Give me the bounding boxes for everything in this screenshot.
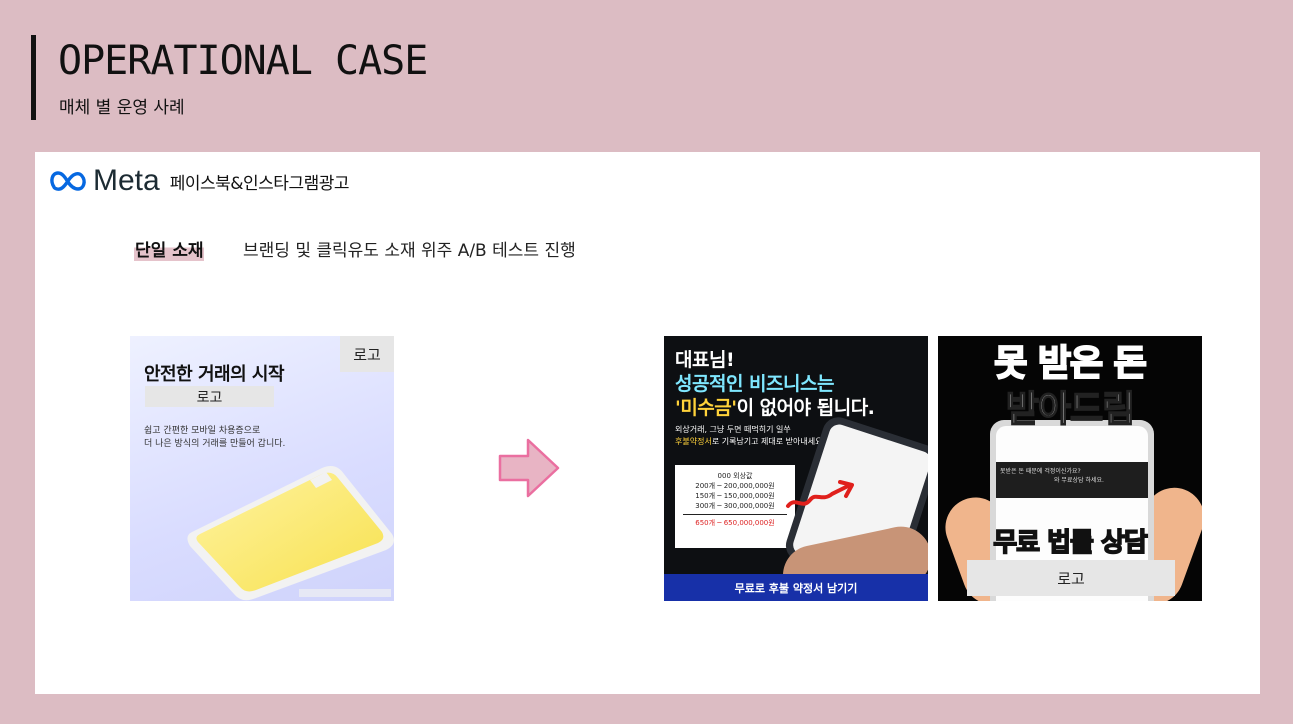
receipt-row: 200개 ─ 200,000,000원 xyxy=(695,482,775,490)
creative-a-line3-rest: 이 없어야 됩니다. xyxy=(736,397,875,419)
header-accent-bar xyxy=(31,35,36,120)
creative-a-line2: 성공적인 비즈니스는 xyxy=(675,373,834,395)
right-arrow-icon xyxy=(498,438,560,498)
creative-a-sub1: 외상거래, 그냥 두면 떼먹히기 일쑤 xyxy=(675,425,791,434)
meta-infinity-icon xyxy=(50,171,86,191)
chat-text: 못받은 돈 때문에 걱정이신가요? 와 무료상담 하세요. xyxy=(1000,467,1104,485)
creative-b-line3: 무료 법률 상담 xyxy=(992,527,1148,559)
red-arrow-icon xyxy=(786,480,854,508)
receipt-divider xyxy=(683,514,787,515)
creative-a-sub2-rest: 로 기록남기고 제대로 받아내세요! xyxy=(711,437,826,446)
creative-a-line1: 대표님! xyxy=(675,349,735,371)
creative-a-sub2-highlight: 후불약정서 xyxy=(675,437,712,446)
section-description: 브랜딩 및 클릭유도 소재 위주 A/B 테스트 진행 xyxy=(243,241,576,261)
creative-b-line1: 못 받은 돈 xyxy=(993,342,1148,385)
creative-body: 쉽고 간편한 모바일 차용증으로 더 나은 방식의 거래를 만들어 갑니다. xyxy=(144,425,285,451)
receipt-total: 650개 ─ 650,000,000원 xyxy=(695,519,775,527)
creative-variant-b: 못받은 돈 때문에 걱정이신가요? 와 무료상담 하세요. 못 받은 돈 받아드… xyxy=(938,336,1202,601)
creative-headline: 안전한 거래의 시작 xyxy=(144,364,285,385)
content-panel: Meta 페이스북&인스타그램광고 단일 소재 브랜딩 및 클릭유도 소재 위주… xyxy=(35,152,1260,694)
creative-a-line3: '미수금'이 없어야 됩니다. xyxy=(675,396,875,420)
creative-a-cta: 무료로 후불 약정서 남기기 xyxy=(664,574,928,601)
logo-placeholder: 로고 xyxy=(340,336,394,372)
chat-line: 와 무료상담 하세요. xyxy=(1054,477,1104,484)
yellow-phone-image xyxy=(187,466,394,601)
creative-body-line: 쉽고 간편한 모바일 차용증으로 xyxy=(144,426,261,436)
receipt-title: 000 외상값 xyxy=(717,472,753,480)
creative-b-line2: 받아드림 xyxy=(1005,388,1136,431)
receipt-row: 300개 ─ 300,000,000원 xyxy=(695,502,775,510)
receipt-image: 000 외상값 200개 ─ 200,000,000원 150개 ─ 150,0… xyxy=(675,465,795,548)
creative-a-quote: '미수금' xyxy=(675,397,737,419)
decorative-strip xyxy=(299,589,391,597)
chat-bubble: 못받은 돈 때문에 걱정이신가요? 와 무료상담 하세요. xyxy=(996,462,1148,498)
creative-before: 로고 안전한 거래의 시작 로고 쉽고 간편한 모바일 차용증으로 더 나은 방… xyxy=(130,336,394,601)
logo-placeholder-inline: 로고 xyxy=(145,386,274,407)
creative-body-line: 더 나은 방식의 거래를 만들어 갑니다. xyxy=(144,439,286,449)
creative-a-headline: 대표님! 성공적인 비즈니스는 '미수금'이 없어야 됩니다. xyxy=(675,348,875,420)
page-subtitle: 매체 별 운영 사례 xyxy=(59,98,185,118)
page-title: OPERATIONAL CASE xyxy=(58,38,428,84)
receipt-row: 150개 ─ 150,000,000원 xyxy=(695,492,775,500)
logo-placeholder: 로고 xyxy=(967,560,1175,596)
creative-a-subtext: 외상거래, 그냥 두면 떼먹히기 일쑤 후불약정서로 기록남기고 제대로 받아내… xyxy=(675,424,826,448)
creative-variant-a: 대표님! 성공적인 비즈니스는 '미수금'이 없어야 됩니다. 외상거래, 그냥… xyxy=(664,336,928,601)
creative-a-sub2: 후불약정서로 기록남기고 제대로 받아내세요! xyxy=(675,436,826,448)
meta-wordmark: Meta xyxy=(93,164,160,197)
channel-label: 페이스북&인스타그램광고 xyxy=(169,173,350,194)
chat-line: 못받은 돈 때문에 걱정이신가요? xyxy=(1000,468,1081,475)
meta-brand: Meta 페이스북&인스타그램광고 xyxy=(49,164,350,197)
section-tag: 단일 소재 xyxy=(134,236,205,261)
